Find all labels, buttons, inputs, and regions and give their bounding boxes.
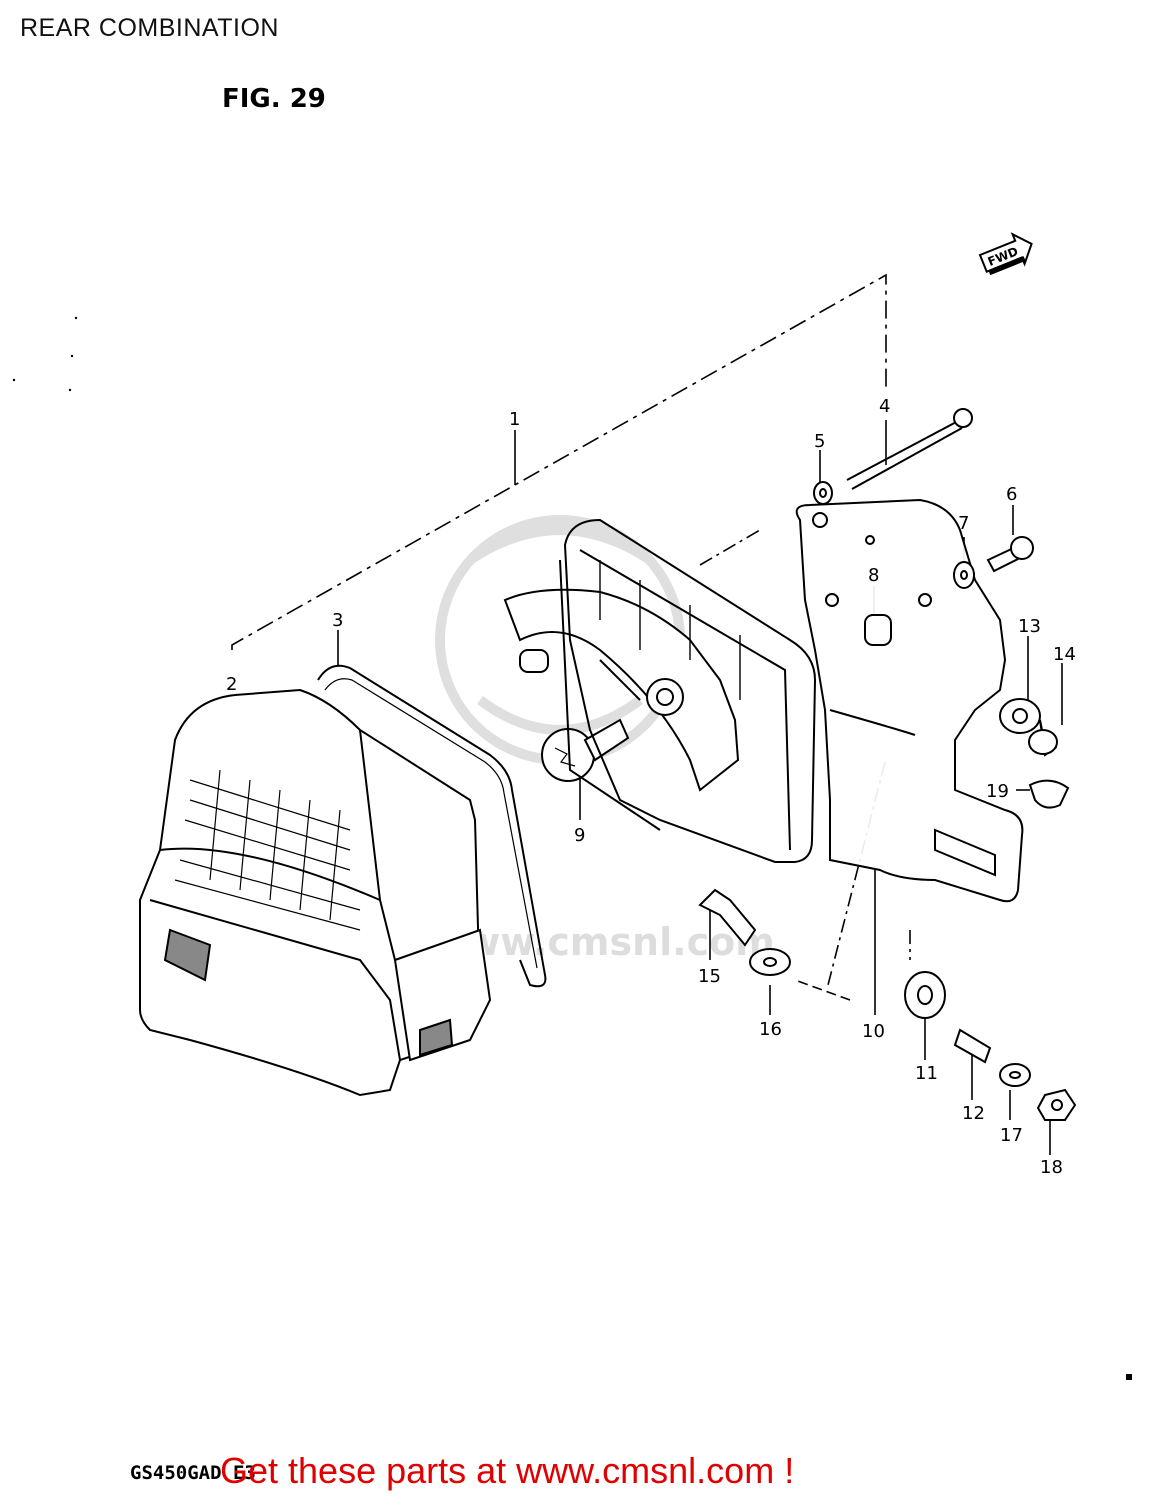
long-screw xyxy=(846,408,973,490)
tail-lens xyxy=(139,688,492,1097)
callout-3: 3 xyxy=(332,610,343,631)
callout-1: 1 xyxy=(509,409,520,430)
page-title: REAR COMBINATION xyxy=(20,14,279,42)
callout-19: 19 xyxy=(986,781,1009,802)
watermark-text: www.cmsnl.com xyxy=(430,920,775,964)
callout-11: 11 xyxy=(915,1063,938,1084)
callout-16: 16 xyxy=(759,1019,782,1040)
callout-10: 10 xyxy=(862,1021,885,1042)
mount-bolt xyxy=(698,888,791,976)
callout-18: 18 xyxy=(1040,1157,1063,1178)
socket-housing xyxy=(503,588,740,792)
scan-dots xyxy=(12,316,1132,1380)
callout-7: 7 xyxy=(958,513,969,534)
callout-13: 13 xyxy=(1018,616,1041,637)
callout-9: 9 xyxy=(574,825,585,846)
callout-5: 5 xyxy=(814,431,825,452)
lamp-bracket xyxy=(795,498,1024,903)
grommet-set xyxy=(999,698,1070,809)
callout-17: 17 xyxy=(1000,1125,1023,1146)
callout-6: 6 xyxy=(1006,484,1017,505)
washer xyxy=(813,481,975,589)
fwd-arrow-icon: FWD xyxy=(978,232,1033,276)
callout-15: 15 xyxy=(698,966,721,987)
callout-4: 4 xyxy=(879,396,890,417)
short-screw xyxy=(986,536,1034,573)
bulb xyxy=(541,718,630,782)
mount-hardware xyxy=(904,971,1077,1121)
callout-2: 2 xyxy=(226,674,237,695)
cta-link[interactable]: Get these parts at www.cmsnl.com ! xyxy=(220,1450,795,1491)
lens-gasket xyxy=(317,664,547,988)
figure-label: FIG. 29 xyxy=(222,84,326,114)
callout-8: 8 xyxy=(868,565,879,586)
callout-14: 14 xyxy=(1053,644,1076,665)
callout-12: 12 xyxy=(962,1103,985,1124)
lamp-base-plate xyxy=(559,518,817,863)
model-code: GS450GAD E3 xyxy=(130,1462,256,1484)
